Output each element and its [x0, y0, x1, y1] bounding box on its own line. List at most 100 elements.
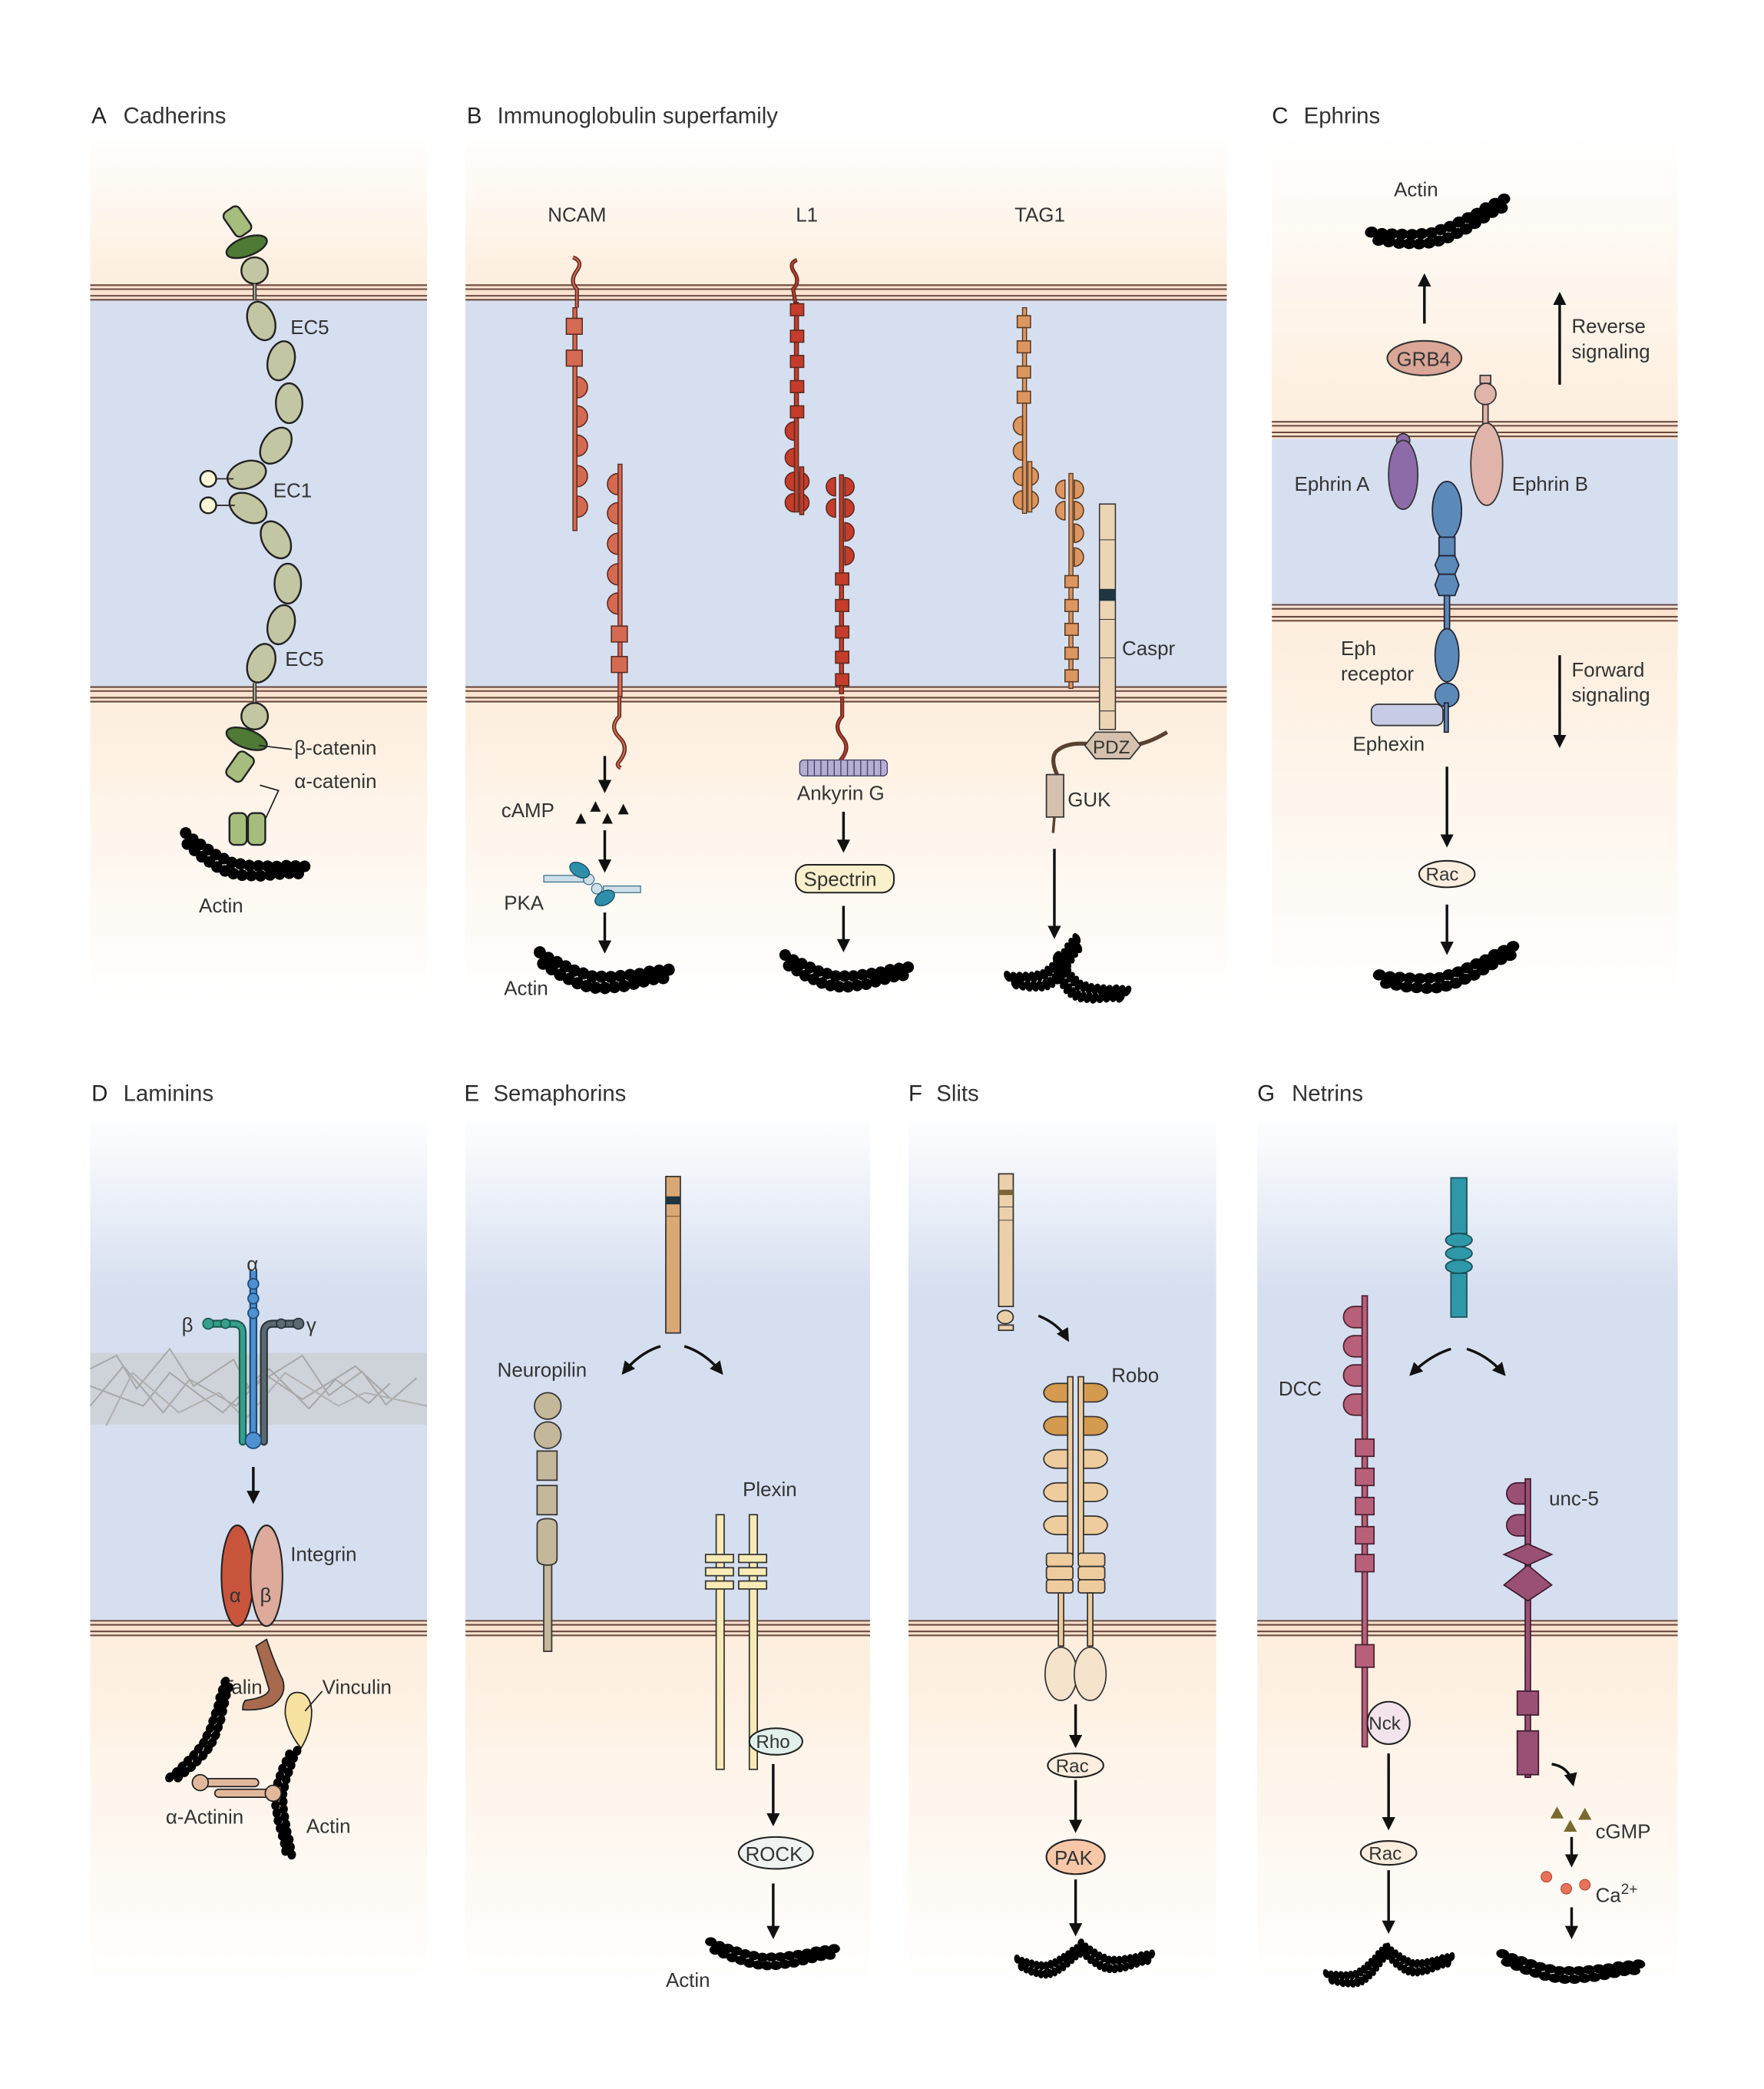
label-dcc: DCC	[1279, 1379, 1322, 1400]
panel-f-title: Slits	[936, 1081, 978, 1106]
panel-a-intercellular-space	[90, 300, 428, 687]
panel-a-title: Cadherins	[124, 104, 227, 129]
label-actin-b: Actin	[504, 978, 548, 999]
alpha-actinin-protein	[191, 1773, 282, 1803]
beta-catenin-top	[225, 234, 268, 260]
panel-c-title: Ephrins	[1304, 104, 1381, 129]
basement-membrane	[89, 1347, 428, 1426]
rac-protein	[1359, 1840, 1418, 1866]
label-robo: Robo	[1111, 1366, 1159, 1387]
label-reverse: Reverse	[1571, 316, 1645, 337]
label-eph: Eph	[1341, 638, 1376, 660]
label-rac-g: Rac	[1369, 1843, 1402, 1864]
label-nck: Nck	[1369, 1713, 1402, 1734]
label-rac-f: Rac	[1056, 1756, 1089, 1776]
label-tag1: TAG1	[1014, 204, 1065, 226]
label-ca-superscript: 2+	[1621, 1882, 1638, 1898]
panel-g-letter: G	[1257, 1081, 1275, 1106]
ncam-protein	[565, 255, 628, 770]
label-ephrin-b: Ephrin B	[1512, 474, 1588, 495]
label-camp: cAMP	[501, 800, 554, 822]
caspr-protein	[1098, 503, 1117, 730]
label-cgmp: cGMP	[1596, 1822, 1651, 1843]
neuropilin-protein	[534, 1392, 562, 1652]
panel-c-letter: C	[1272, 104, 1288, 129]
label-guk: GUK	[1067, 790, 1110, 811]
dcc-protein	[1342, 1295, 1375, 1748]
panel-b-title: Immunoglobulin superfamily	[498, 104, 779, 129]
panel-g-netrins: G Netrins DCC Nck Rac unc-5	[1257, 1081, 1651, 1997]
nck-protein	[1366, 1700, 1411, 1746]
rho-protein	[748, 1727, 803, 1756]
panel-a-cadherins: A Cadherins EC5 EC1 EC5	[90, 104, 428, 1001]
label-integrin-alpha: α	[230, 1585, 241, 1607]
cadherin-ec-domains	[226, 300, 303, 684]
camp-molecules	[575, 801, 629, 824]
panel-a-letter: A	[91, 104, 107, 129]
label-neuropilin: Neuropilin	[498, 1360, 587, 1382]
label-unc5: unc-5	[1549, 1488, 1599, 1510]
l1-protein	[784, 258, 855, 763]
label-ankyrin-g: Ankyrin G	[797, 783, 885, 804]
cadherin-cyto-domain-top	[240, 256, 270, 285]
panel-d-title: Laminins	[124, 1081, 213, 1106]
panel-a-membrane-top	[90, 283, 428, 300]
label-plexin: Plexin	[743, 1479, 797, 1501]
label-ca-base: Ca	[1596, 1885, 1622, 1907]
label-integrin-beta: β	[260, 1585, 271, 1607]
label-l1: L1	[796, 204, 818, 226]
panel-c-ephrins: C Ephrins Actin GRB4 Reverse signaling E…	[1272, 104, 1678, 1004]
row2-backgrounds	[90, 1114, 1678, 1990]
label-eph-receptor: receptor	[1341, 664, 1414, 685]
label-rock: ROCK	[746, 1844, 803, 1866]
slit-ligand	[996, 1173, 1014, 1332]
ephexin-protein	[1370, 704, 1444, 727]
label-forward-signaling: signaling	[1571, 685, 1650, 707]
alpha-catenin	[225, 750, 255, 783]
label-ncam: NCAM	[548, 204, 606, 226]
pka-icon	[543, 862, 641, 907]
label-actin: Actin	[199, 896, 243, 917]
panel-e-semaphorins: E Semaphorins Neuropilin Plexin Rho	[464, 1081, 841, 1991]
label-forward: Forward	[1571, 660, 1644, 681]
label-ec1: EC1	[273, 481, 312, 502]
label-grb4: GRB4	[1397, 349, 1451, 371]
alpha-catenin-top	[222, 205, 253, 238]
rac-protein	[1418, 859, 1476, 889]
label-alpha-actinin: α-Actinin	[166, 1807, 243, 1829]
pak-protein	[1045, 1839, 1106, 1875]
vinculin-protein	[284, 1691, 313, 1750]
label-ephrin-a: Ephrin A	[1295, 474, 1371, 495]
panel-f-letter: F	[908, 1081, 922, 1106]
label-laminin-beta: β	[182, 1315, 194, 1336]
rac-protein	[1047, 1753, 1104, 1779]
label-ec5-bottom: EC5	[285, 649, 323, 670]
talin-protein	[242, 1638, 285, 1711]
panel-a-cytoplasm	[90, 703, 428, 1001]
pdz-domain	[1084, 731, 1142, 760]
integrin-beta	[250, 1525, 283, 1627]
label-vinculin: Vinculin	[323, 1677, 392, 1698]
ephrin-b-protein	[1470, 374, 1504, 506]
label-laminin-gamma: γ	[306, 1315, 316, 1336]
guk-domain	[1045, 773, 1064, 818]
panel-a-membrane-bottom	[90, 687, 428, 704]
tag1-protein	[1012, 306, 1084, 690]
cgmp-molecules	[1550, 1806, 1592, 1832]
ankyrin-g	[799, 759, 889, 776]
calcium-ion	[199, 469, 217, 488]
label-rho: Rho	[756, 1732, 789, 1753]
plexin-protein	[704, 1514, 768, 1770]
calcium-ions	[1541, 1871, 1591, 1895]
panel-b-letter: B	[467, 104, 482, 129]
label-pak: PAK	[1054, 1848, 1093, 1869]
label-actin-d: Actin	[306, 1816, 351, 1838]
semaphorin-ligand	[665, 1175, 681, 1334]
label-integrin: Integrin	[290, 1544, 356, 1566]
label-actin-c-top: Actin	[1394, 180, 1438, 201]
panel-b-immunoglobulin: B Immunoglobulin superfamily NCAM L1 TAG…	[465, 104, 1227, 1023]
label-actin-e: Actin	[666, 1970, 710, 1991]
label-pka: PKA	[504, 893, 544, 915]
panel-d-letter: D	[91, 1081, 108, 1106]
label-beta-catenin: β-catenin	[294, 738, 376, 760]
